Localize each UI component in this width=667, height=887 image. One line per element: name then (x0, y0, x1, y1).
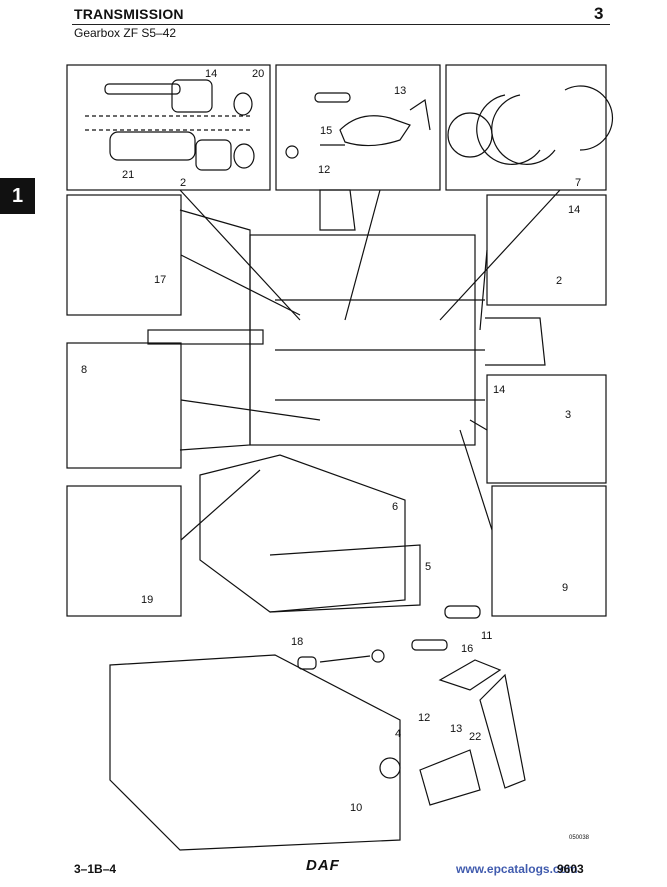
callout-6: 6 (392, 501, 398, 513)
page-number: 3 (594, 4, 604, 23)
callout-16: 16 (461, 643, 473, 655)
watermark-text[interactable]: www.epcatalogs.com (456, 862, 578, 876)
callout-7: 7 (575, 177, 581, 189)
callout-19: 19 (141, 594, 153, 606)
callout-4: 4 (395, 728, 401, 740)
callout-10: 10 (350, 802, 362, 814)
callout-17: 17 (154, 274, 166, 286)
page-subtitle: Gearbox ZF S5–42 (74, 26, 177, 40)
inset-top-middle (275, 64, 441, 191)
inset-right-middle (486, 374, 607, 484)
callout-15: 15 (320, 125, 332, 137)
callout-22: 22 (469, 731, 481, 743)
callout-14c: 14 (493, 384, 505, 396)
callout-9: 9 (562, 582, 568, 594)
figure-reference: 050038 (569, 835, 590, 841)
section-code: 3–1B–4 (74, 862, 117, 876)
callout-3: 3 (565, 409, 571, 421)
inset-left-lower (66, 485, 182, 617)
callout-11: 11 (481, 630, 492, 642)
callout-8: 8 (81, 364, 87, 376)
page-title: TRANSMISSION (74, 6, 184, 22)
callout-2b: 2 (556, 275, 562, 287)
inset-top-left (66, 64, 271, 191)
callout-14b: 14 (568, 204, 580, 216)
callout-12b: 12 (418, 712, 430, 724)
inset-left-upper (66, 194, 182, 316)
callout-20: 20 (252, 68, 264, 80)
callout-13a: 13 (394, 85, 406, 97)
section-tab: 1 (0, 178, 35, 214)
callout-5: 5 (425, 561, 431, 573)
inset-top-right (445, 64, 607, 191)
callout-2a: 2 (180, 177, 186, 189)
callout-18: 18 (291, 636, 303, 648)
callout-21: 21 (122, 169, 134, 181)
document-code: 9603 (557, 862, 584, 876)
inset-left-middle (66, 342, 182, 469)
callout-14a: 14 (205, 68, 217, 80)
inset-right-lower (491, 485, 607, 617)
header-rule (72, 24, 610, 25)
daf-logo: DAF (306, 857, 340, 874)
callout-12a: 12 (318, 164, 330, 176)
callout-13b: 13 (450, 723, 462, 735)
